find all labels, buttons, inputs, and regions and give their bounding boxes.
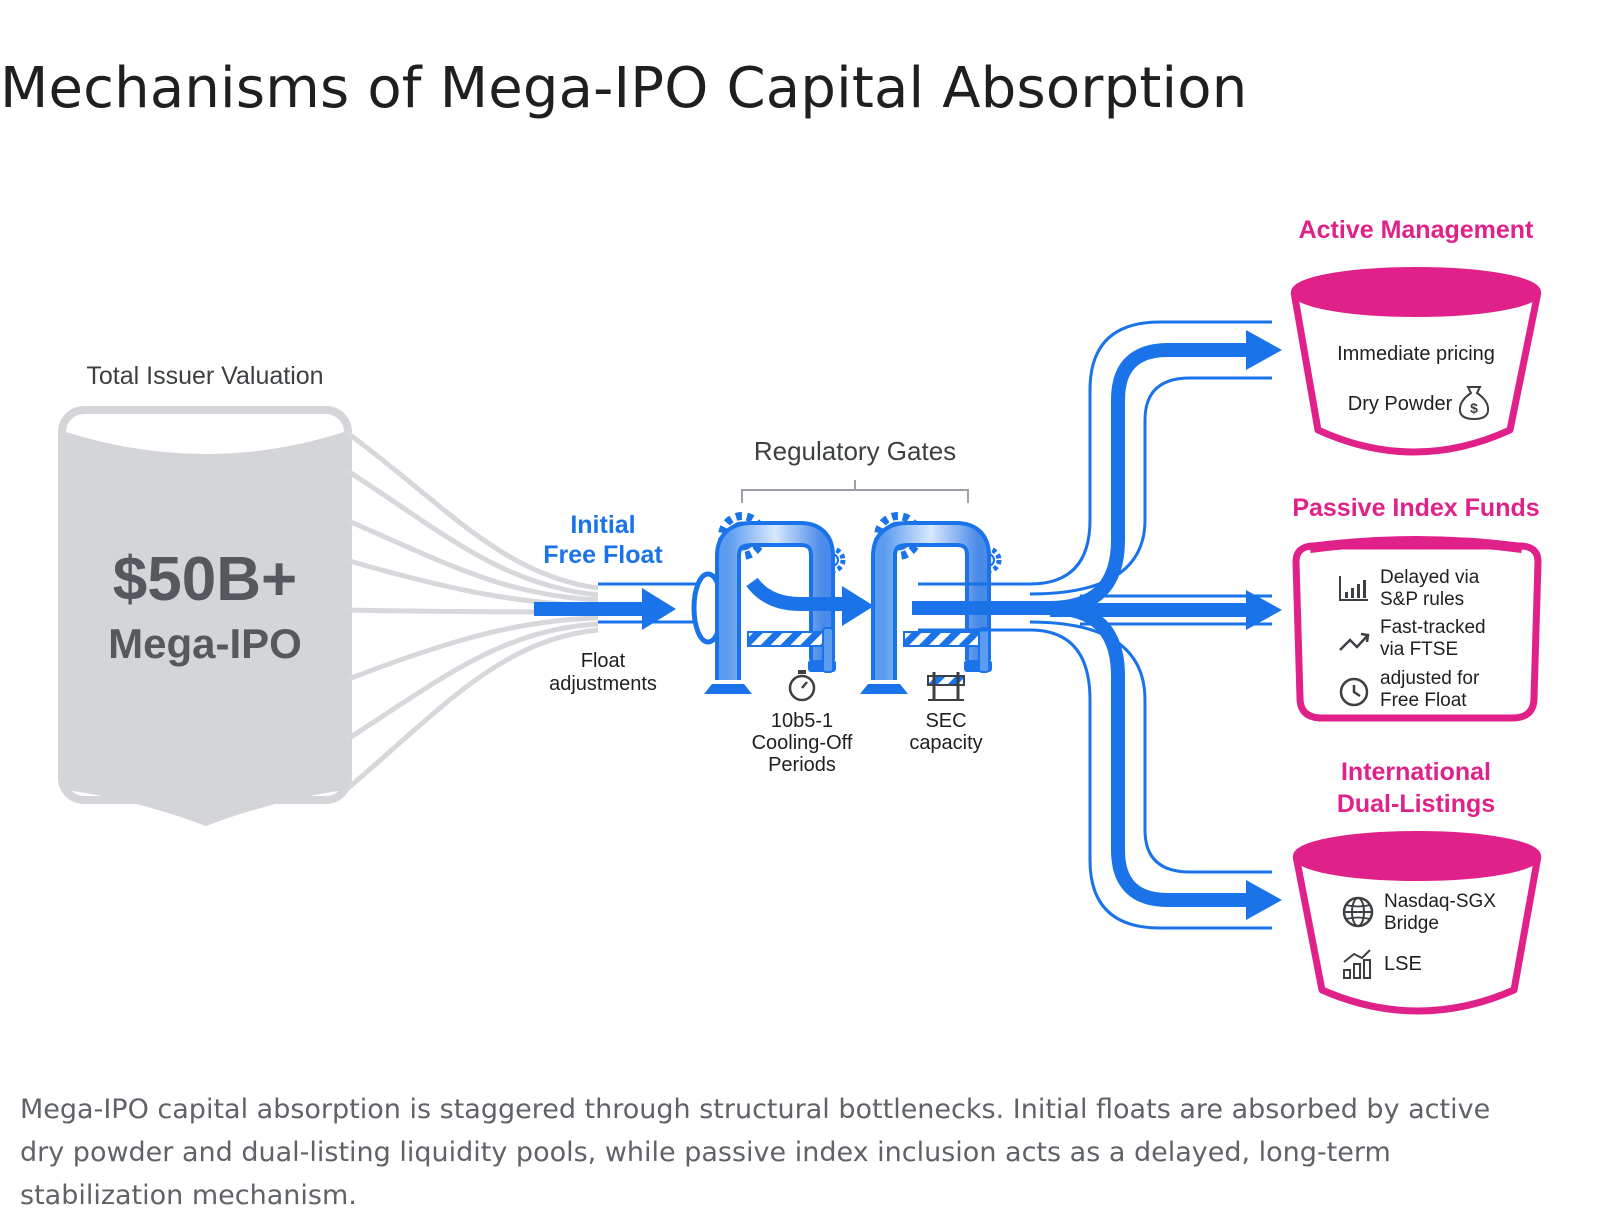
gate2-line2: capacity	[909, 732, 982, 754]
float-adjust-line2: adjustments	[549, 673, 657, 695]
gate-1	[704, 512, 846, 694]
gate2-line1: SEC	[925, 710, 966, 732]
capital-absorption-diagram: Total Issuer Valuation $50B+ Mega-IPO In…	[58, 216, 1542, 1015]
globe-icon	[1342, 896, 1374, 928]
gate1-line3: Periods	[768, 754, 836, 776]
passive-bucket	[1292, 536, 1542, 722]
svg-text:$: $	[1470, 400, 1478, 416]
international-title-line2: Dual-Listings	[1337, 790, 1495, 818]
passive-title: Passive Index Funds	[1292, 494, 1539, 522]
arrow-to-active	[1246, 330, 1282, 370]
clock-icon	[1339, 677, 1369, 707]
international-item1-line2: Bridge	[1384, 913, 1439, 934]
international-item2: LSE	[1384, 953, 1422, 975]
active-item2: Dry Powder	[1348, 393, 1453, 415]
active-title: Active Management	[1299, 216, 1534, 244]
gates-bracket	[741, 480, 969, 503]
passive-item1-line2: S&P rules	[1380, 589, 1464, 610]
barrier-icon	[927, 672, 965, 701]
arrow-to-passive	[1246, 590, 1282, 630]
source-name: Mega-IPO	[108, 620, 302, 667]
international-item1-line1: Nasdaq-SGX	[1384, 891, 1496, 912]
active-item1: Immediate pricing	[1337, 343, 1495, 365]
source-value: $50B+	[113, 545, 297, 614]
international-title-line1: International	[1341, 758, 1491, 786]
growth-chart-icon	[1343, 949, 1371, 979]
distribution-flows	[912, 320, 1272, 930]
active-bucket	[1290, 267, 1542, 456]
money-bag-icon: $	[1458, 386, 1490, 421]
passive-item2-line2: via FTSE	[1380, 639, 1458, 660]
float-adjust-line1: Float	[581, 650, 626, 672]
passive-item3-line1: adjusted for	[1380, 668, 1480, 689]
arrow-to-international	[1246, 880, 1282, 920]
passive-item1-line1: Delayed via	[1380, 567, 1480, 588]
trend-up-icon	[1339, 632, 1370, 651]
flow-arrow-gate1-to-gate2	[746, 577, 874, 626]
passive-item2-line1: Fast-tracked	[1380, 617, 1486, 638]
float-arrow	[534, 571, 725, 645]
gate-2	[860, 512, 1002, 694]
gate1-line2: Cooling-Off	[752, 732, 853, 754]
caption: Mega-IPO capital absorption is staggered…	[20, 1094, 1491, 1211]
float-label-line2: Free Float	[543, 541, 663, 569]
gates-label: Regulatory Gates	[754, 436, 956, 466]
source-label: Total Issuer Valuation	[86, 362, 323, 390]
gate1-line1: 10b5-1	[771, 710, 833, 732]
bar-chart-icon	[1339, 576, 1368, 601]
stopwatch-icon	[788, 670, 816, 702]
international-bucket	[1292, 831, 1542, 1015]
page-title: Mechanisms of Mega-IPO Capital Absorptio…	[0, 56, 1248, 121]
float-label-line1: Initial	[570, 511, 635, 539]
source-block: $50B+ Mega-IPO	[58, 406, 352, 826]
passive-item3-line2: Free Float	[1380, 690, 1467, 711]
